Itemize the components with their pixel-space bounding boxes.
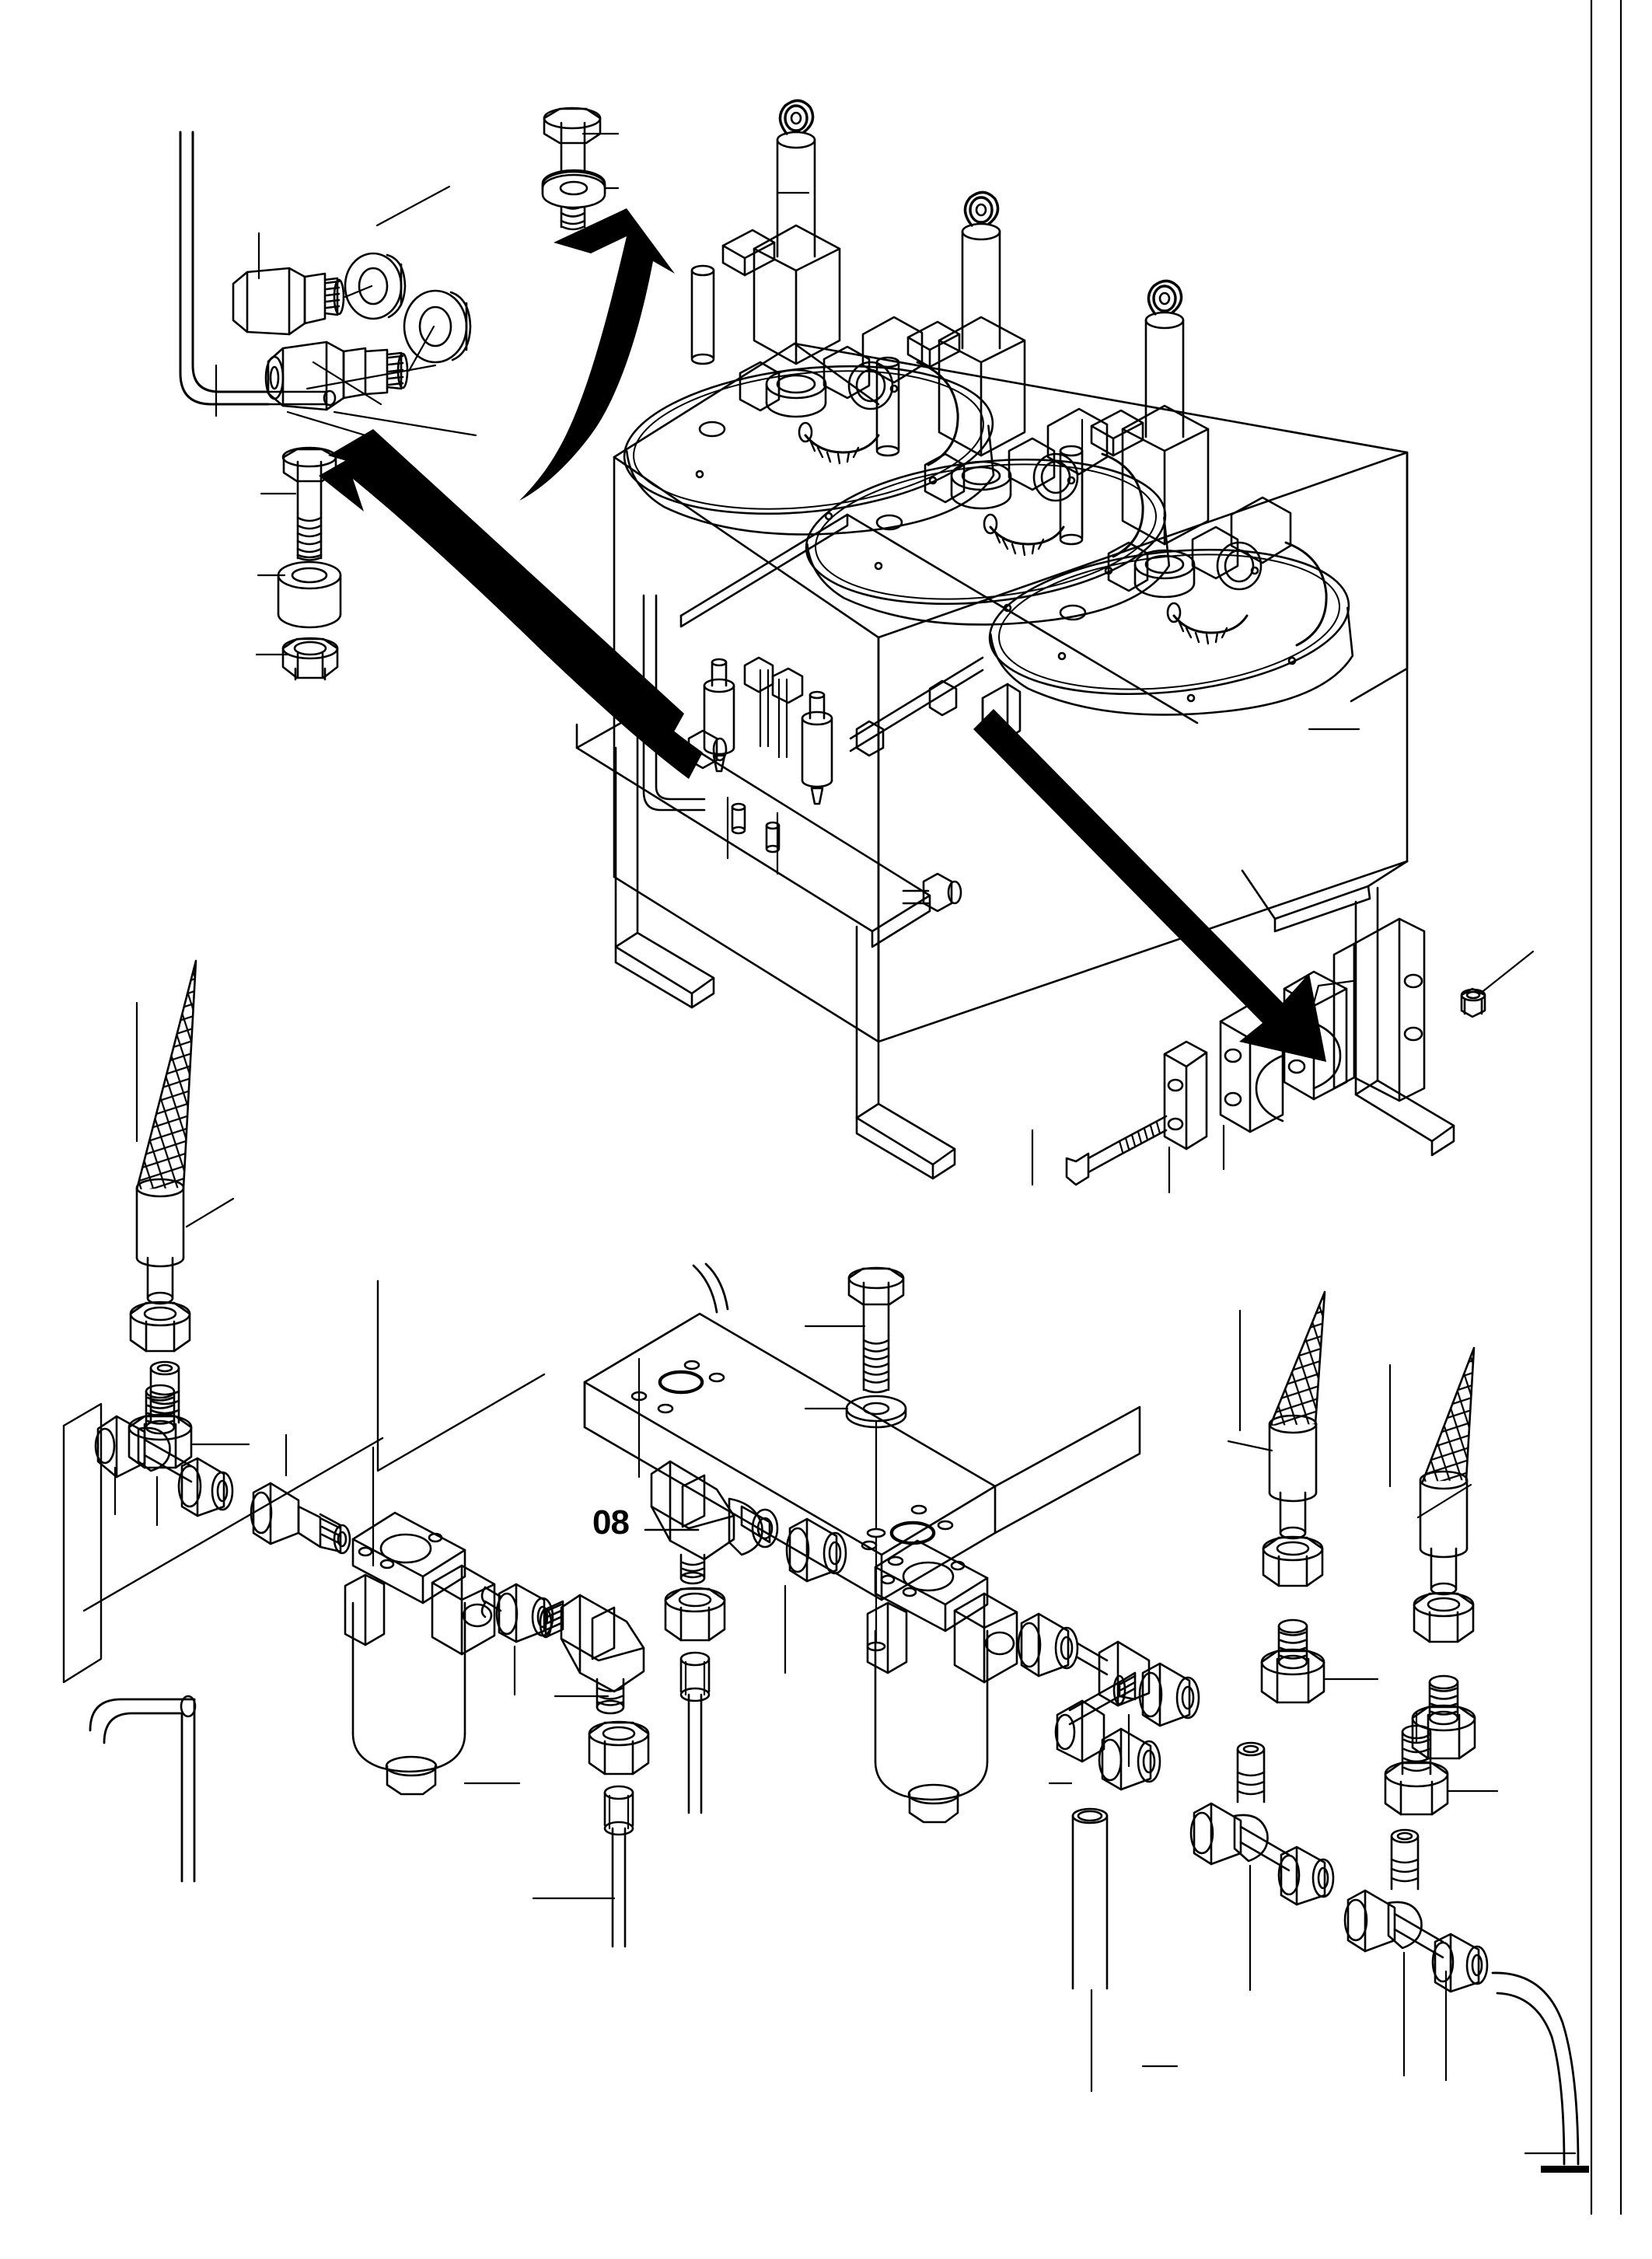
bent-tube-left — [89, 1695, 197, 1883]
elbow-bottom-left — [1054, 1671, 1161, 1791]
reference-planes — [376, 1280, 546, 1472]
hose-union-nut-left — [129, 1301, 191, 1353]
tank-lid-1 — [623, 365, 995, 536]
callout-arrows — [319, 208, 1326, 1062]
tee-fitting-left — [94, 1360, 234, 1517]
filter-right — [866, 1539, 1018, 1824]
hose-union-nut-right-1 — [1262, 1535, 1324, 1587]
base-frame — [575, 712, 1455, 1180]
misc-leader-lines — [784, 1584, 787, 1674]
arrow-to-tank-top — [519, 208, 675, 501]
lock-nut — [281, 637, 339, 681]
upper-left-fitting-detail — [179, 131, 477, 437]
arrow-to-clamp-detail — [973, 709, 1326, 1062]
tube-nut-pair-left — [250, 1482, 351, 1555]
hose-assembly-right-1 — [1227, 1290, 1379, 1704]
washer-lower — [403, 289, 472, 364]
tube-nut-right-standalone — [819, 1592, 878, 1643]
top-bolt-washer-detail — [541, 106, 620, 231]
tank-side-fittings — [667, 683, 1022, 913]
mounting-plate — [583, 1262, 1141, 1601]
washer-final — [541, 173, 606, 209]
clamp-block-front — [1219, 1003, 1284, 1133]
filter-assembly-right — [650, 1460, 1200, 1824]
pipe-clamp-detail — [1031, 917, 1535, 1194]
page-border-tick — [1541, 2166, 1589, 2173]
threaded-stud-bottom — [1384, 1710, 1499, 1816]
clamp-plate — [1163, 1040, 1208, 1150]
filter-assembly-left — [62, 1360, 650, 1948]
tank-lid-3 — [988, 548, 1354, 716]
actuator-column-3 — [1059, 279, 1328, 647]
tank-leader-lines — [726, 191, 1360, 875]
plate-bolt-washer — [804, 1266, 907, 1652]
filter-left — [344, 1511, 496, 1796]
hose-union-nut-right-2 — [1413, 1591, 1475, 1643]
arrow-to-bolt-detail — [319, 452, 703, 779]
hose-adapter-right-1 — [1260, 1618, 1325, 1704]
actuator-column-1 — [690, 99, 959, 466]
clamp-bolt — [1065, 1115, 1168, 1186]
hose-assembly-right-2 — [1388, 1346, 1476, 1760]
deck-plate — [679, 513, 1199, 724]
callout-label-08: 08 — [592, 1503, 630, 1541]
main-tank-assembly — [575, 99, 1455, 1180]
elbow-valve-08 — [650, 1460, 779, 1814]
clamp-nut — [1460, 987, 1486, 1018]
clamp-block-rear — [1283, 970, 1348, 1101]
bolt-spacer-nut-detail — [255, 446, 342, 681]
bottom-right-tee-run — [1048, 1671, 1580, 2166]
page-border — [1590, 0, 1622, 2215]
tee-bottom-2 — [1343, 1828, 1489, 1993]
hose-adapter-right-2 — [1411, 1674, 1476, 1760]
washer-upper — [344, 252, 407, 320]
tee-right — [1017, 1612, 1200, 1727]
union-set-right — [785, 1517, 847, 1583]
front-panel-filters — [642, 594, 984, 812]
spacer-sleeve — [277, 560, 342, 629]
tee-bottom-1 — [1189, 1741, 1335, 1906]
actuator-column-2 — [875, 190, 1144, 558]
hex-union-nut-upper — [232, 267, 345, 336]
elbow-fitting-left — [539, 1594, 650, 1948]
tank-lid-2 — [805, 458, 1171, 626]
hose-assembly-left — [127, 959, 250, 1469]
cut-tube-bottom — [1071, 1807, 1109, 1990]
